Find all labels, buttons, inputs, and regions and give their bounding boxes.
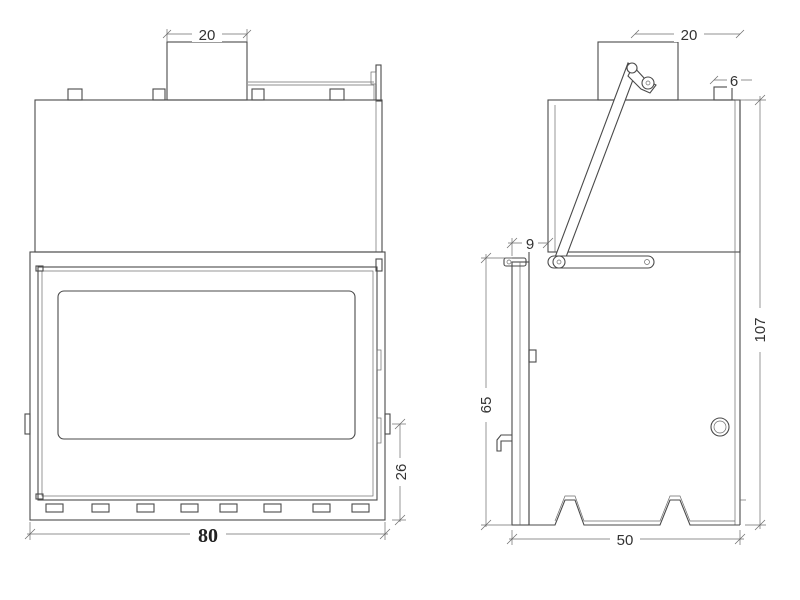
front-chimney-collar <box>166 41 248 101</box>
front-rear-rail <box>248 84 375 100</box>
side-door-profile <box>511 261 530 526</box>
side-dim-chimney: 20 <box>630 26 745 44</box>
front-hinge <box>35 265 44 272</box>
front-top-stub <box>329 88 345 101</box>
front-door-inner <box>41 270 374 497</box>
front-lower-frame <box>29 251 386 521</box>
front-upper-body <box>34 99 383 253</box>
side-base-legs <box>529 499 740 526</box>
front-lever-bracket <box>375 64 382 102</box>
front-handle <box>376 417 382 444</box>
dim-side-chimney-width: 20 <box>681 27 698 44</box>
front-door <box>37 266 378 501</box>
front-dim-chimney: 20 <box>162 26 252 44</box>
dim-side-depth: 50 <box>617 532 634 549</box>
dim-side-door-offset: 9 <box>526 236 534 253</box>
side-dim-total-height: 107 <box>745 94 769 531</box>
side-damper-lever <box>547 62 657 269</box>
side-dim-depth: 50 <box>506 530 746 549</box>
front-dim-width: 80 <box>24 522 391 547</box>
side-air-control-knob-inner <box>713 420 727 434</box>
side-dim-door-height: 65 <box>477 252 512 531</box>
side-base-legs-inner <box>554 495 735 522</box>
dim-side-stub-width: 6 <box>730 73 738 90</box>
front-top-stub <box>251 88 265 101</box>
side-latch <box>528 349 537 363</box>
front-top-stub <box>67 88 83 101</box>
front-lever-bracket <box>370 71 377 85</box>
dim-side-door-height: 65 <box>478 397 495 414</box>
front-side-tab <box>384 413 391 435</box>
side-door-hinge-pin <box>506 259 512 265</box>
side-dim-door-offset: 9 <box>506 235 554 256</box>
side-door-handle <box>496 434 512 452</box>
dim-front-lower-height: 26 <box>393 464 410 481</box>
side-air-control-knob <box>710 417 730 437</box>
front-glass-window <box>57 290 356 440</box>
dim-front-total-width: 80 <box>198 525 218 547</box>
front-top-stub <box>152 88 166 101</box>
side-view: 20 6 9 65 <box>477 26 769 549</box>
front-handle <box>376 349 382 371</box>
dim-side-total-height: 107 <box>752 317 769 342</box>
dim-front-chimney-width: 20 <box>199 27 216 44</box>
front-latch <box>375 258 383 272</box>
front-hinge <box>35 493 44 500</box>
front-air-vents <box>45 503 370 513</box>
front-dim-lower-height: 26 <box>392 418 410 526</box>
front-view: 20 80 26 <box>24 26 410 547</box>
side-door-hinge <box>503 257 527 267</box>
front-side-tab <box>24 413 31 435</box>
side-dim-stub: 6 <box>709 72 752 90</box>
